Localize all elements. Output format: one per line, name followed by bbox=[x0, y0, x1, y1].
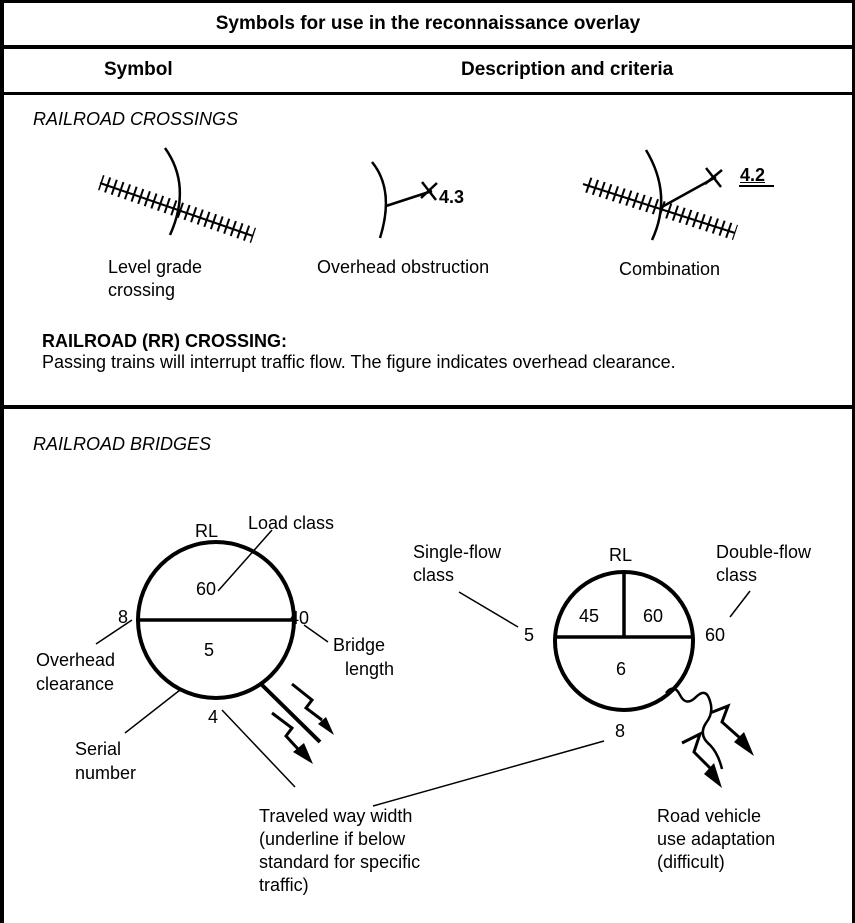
section-divider bbox=[4, 405, 852, 409]
callout-road-vehicle-2: use adaptation bbox=[657, 829, 776, 849]
road-curve-icon bbox=[371, 161, 388, 239]
table-title-text: Symbols for use in the reconnaissance ov… bbox=[215, 13, 641, 34]
rr-crossing-heading: RAILROAD (RR) CROSSING: bbox=[42, 331, 287, 351]
level-grade-label-2: crossing bbox=[108, 280, 176, 300]
callout-single-flow-1: Single-flow bbox=[413, 542, 502, 562]
column-header-symbol: Symbol bbox=[104, 59, 173, 80]
bridges-section-title: RAILROAD BRIDGES bbox=[33, 434, 212, 454]
callout-double-flow-1: Double-flow bbox=[716, 542, 812, 562]
table-title: Symbols for use in the reconnaissance ov… bbox=[4, 3, 852, 49]
bridge-right-double-flow: 60 bbox=[643, 606, 664, 626]
bridge-right-serial: 6 bbox=[616, 659, 627, 679]
railroad-track-icon bbox=[581, 176, 738, 240]
level-grade-crossing-symbol bbox=[98, 147, 256, 243]
traffic-arrow-icon bbox=[291, 682, 334, 735]
callout-length-2: length bbox=[345, 659, 395, 679]
bridge-left-type: RL bbox=[195, 521, 219, 541]
combination-clearance-value: 4.2 bbox=[740, 165, 766, 185]
callout-overhead-2: clearance bbox=[36, 674, 115, 694]
bridge-right-single-outside: 5 bbox=[524, 625, 535, 645]
rr-crossing-description: Passing trains will interrupt traffic fl… bbox=[42, 352, 676, 372]
callout-traveled-3: standard for specific bbox=[259, 852, 421, 872]
column-header-description: Description and criteria bbox=[461, 59, 674, 80]
callout-road-vehicle-3: (difficult) bbox=[657, 852, 725, 872]
crossings-section-title: RAILROAD CROSSINGS bbox=[33, 109, 239, 129]
callout-load-class: Load class bbox=[248, 513, 335, 533]
callout-traveled-1: Traveled way width bbox=[259, 806, 413, 826]
bridge-left-load-class: 60 bbox=[196, 579, 217, 599]
callout-traveled-2: (underline if below bbox=[259, 829, 406, 849]
bridge-left-serial: 5 bbox=[204, 640, 215, 660]
level-grade-label-1: Level grade bbox=[108, 257, 203, 277]
overhead-obstruction-label: Overhead obstruction bbox=[317, 257, 490, 277]
bridge-left-overhead: 8 bbox=[118, 607, 129, 627]
bridge-left-length: 40 bbox=[289, 608, 310, 628]
bridge-right-type: RL bbox=[609, 545, 633, 565]
bridge-symbol-right bbox=[372, 570, 754, 807]
bridge-right-single-flow: 45 bbox=[579, 606, 600, 626]
road-curve-icon bbox=[644, 149, 663, 241]
column-headers: Symbol Description and criteria bbox=[4, 49, 852, 95]
callout-double-flow-2: class bbox=[716, 565, 758, 585]
difficult-adaptation-icon bbox=[665, 687, 724, 770]
combination-label: Combination bbox=[619, 259, 721, 279]
callout-serial-2: number bbox=[75, 763, 137, 783]
callout-overhead-1: Overhead bbox=[36, 650, 116, 670]
bridge-symbol-left bbox=[95, 529, 334, 788]
callout-length-1: Bridge bbox=[333, 635, 386, 655]
callout-traveled-4: traffic) bbox=[259, 875, 309, 895]
callout-serial-1: Serial bbox=[75, 739, 122, 759]
bridge-right-width: 8 bbox=[615, 721, 626, 741]
road-curve-icon bbox=[163, 147, 182, 236]
bridge-left-width: 4 bbox=[208, 707, 219, 727]
overhead-clearance-value: 4.3 bbox=[439, 187, 465, 207]
combination-symbol bbox=[581, 149, 774, 241]
bridge-right-double-outside: 60 bbox=[705, 625, 726, 645]
callout-single-flow-2: class bbox=[413, 565, 455, 585]
traffic-arrow-icon bbox=[681, 731, 722, 788]
callout-road-vehicle-1: Road vehicle bbox=[657, 806, 762, 826]
overhead-obstruction-symbol bbox=[371, 161, 438, 239]
railroad-track-icon bbox=[98, 175, 256, 243]
traffic-arrow-icon bbox=[709, 703, 754, 756]
traffic-arrow-icon bbox=[271, 711, 313, 764]
